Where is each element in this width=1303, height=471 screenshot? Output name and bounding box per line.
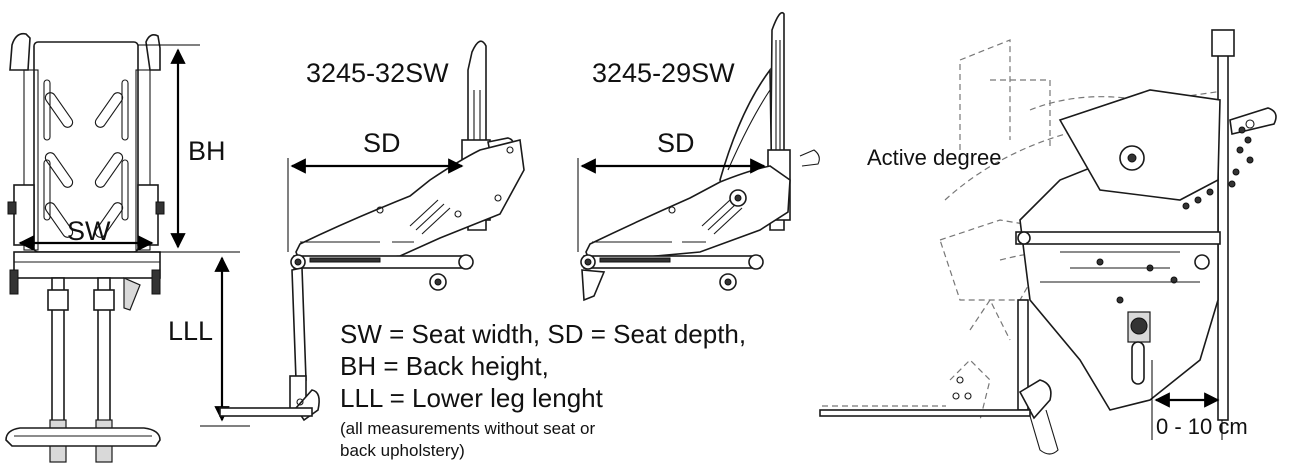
legend-note-2: back upholstery) <box>340 441 465 460</box>
lll-label: LLL <box>168 316 214 346</box>
sw-label: SW <box>67 216 111 246</box>
active-degree-drawing <box>819 29 1277 455</box>
sd-label-right: SD <box>657 128 695 158</box>
model-32sw-label: 3245-32SW <box>306 58 449 88</box>
active-degree-label: Active degree <box>867 145 1002 170</box>
model-29sw-label: 3245-29SW <box>592 58 735 88</box>
legend-line-1: SW = Seat width, SD = Seat depth, <box>340 319 747 349</box>
side-view-32sw-drawing <box>219 40 525 422</box>
legend-line-2: BH = Back height, <box>340 351 549 381</box>
range-label: 0 - 10 cm <box>1156 414 1248 439</box>
sd-label-left: SD <box>363 128 401 158</box>
legend-line-3: LLL = Lower leg lenght <box>340 383 603 413</box>
side-view-29sw-drawing <box>580 11 820 302</box>
legend-note-1: (all measurements without seat or <box>340 419 596 438</box>
bh-label: BH <box>188 136 226 166</box>
front-view-seat-drawing <box>5 32 165 463</box>
